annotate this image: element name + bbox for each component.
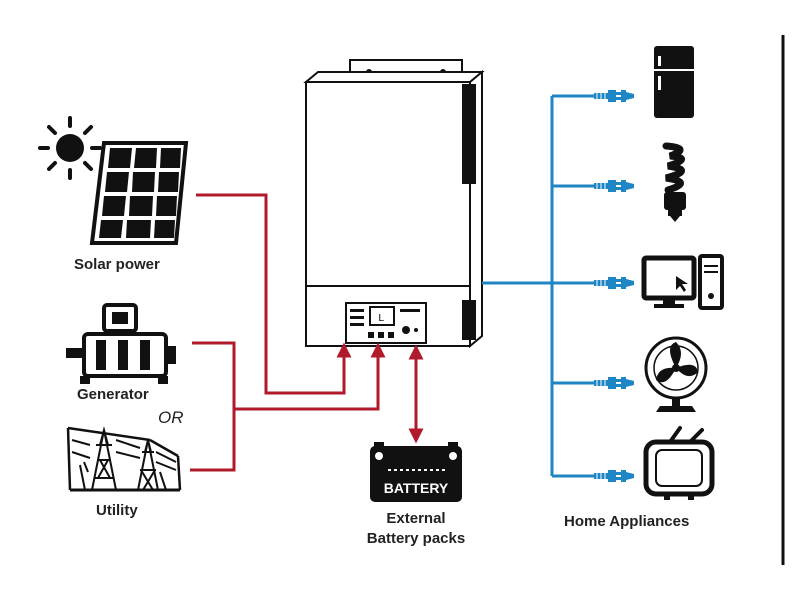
generator-icon [66, 303, 176, 384]
refrigerator-icon [654, 46, 694, 118]
generator-wire [192, 341, 386, 411]
plug-icon [593, 179, 635, 193]
utility-label: Utility [96, 502, 138, 519]
bulb-icon [662, 142, 686, 222]
fan-icon [644, 336, 708, 412]
red-wiring [190, 193, 424, 472]
plug-icon [593, 89, 635, 103]
plug-icon [593, 276, 635, 290]
tv-icon [643, 426, 715, 500]
svg-text:L: L [378, 313, 384, 324]
generator-label: Generator [77, 386, 149, 403]
solar-panel-icon [89, 141, 189, 245]
or-label: OR [158, 408, 184, 427]
utility-wire [190, 409, 236, 472]
battery-icon: BATTERY [370, 442, 462, 502]
solar-power-label: Solar power [74, 256, 160, 273]
battery-line2-label: Battery packs [366, 530, 466, 547]
inverter-icon: L [303, 59, 485, 349]
plug-icon [593, 376, 635, 390]
solar-wire [196, 193, 352, 395]
plug-icon [593, 469, 635, 483]
blue-wiring [482, 94, 596, 478]
battery-line1-label: External [386, 510, 446, 527]
battery-text: BATTERY [384, 480, 449, 496]
computer-icon [641, 254, 724, 310]
sun-icon [38, 116, 102, 180]
utility-tower-icon [66, 426, 182, 492]
home-appliances-label: Home Appliances [564, 513, 690, 530]
